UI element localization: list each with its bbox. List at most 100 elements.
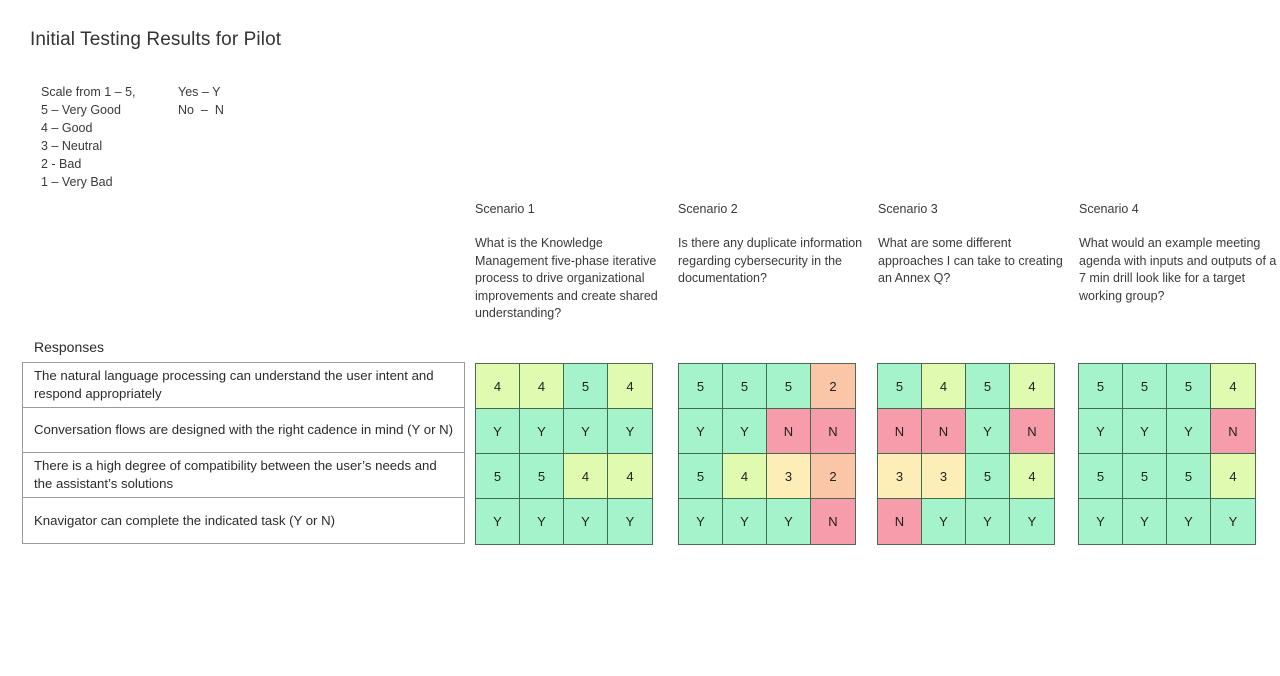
result-cell: 5 bbox=[564, 364, 608, 409]
legend-line: 1 – Very Bad bbox=[41, 175, 113, 189]
result-cell: 2 bbox=[811, 364, 855, 409]
result-cell: 5 bbox=[878, 364, 922, 409]
scenario-column-3: Scenario 3 What are some different appro… bbox=[878, 201, 1074, 288]
result-cell: Y bbox=[922, 499, 966, 544]
result-cell: Y bbox=[723, 499, 767, 544]
result-cell: Y bbox=[564, 409, 608, 454]
result-cell: Y bbox=[679, 409, 723, 454]
result-cell: 4 bbox=[1010, 454, 1054, 499]
result-cell: 5 bbox=[1079, 364, 1123, 409]
result-cell: N bbox=[811, 499, 855, 544]
result-cell: 4 bbox=[476, 364, 520, 409]
scenario-question: What is the Knowledge Management five-ph… bbox=[475, 236, 658, 321]
legend-line: No – N bbox=[178, 103, 224, 117]
result-cell: N bbox=[767, 409, 811, 454]
result-cell: 4 bbox=[564, 454, 608, 499]
scenario-title: Scenario 4 bbox=[1079, 202, 1139, 216]
result-cell: 3 bbox=[767, 454, 811, 499]
result-cell: 4 bbox=[922, 364, 966, 409]
result-cell: Y bbox=[520, 499, 564, 544]
legend-line: 4 – Good bbox=[41, 121, 93, 135]
legend-line: 5 – Very Good bbox=[41, 103, 121, 117]
legend-line: 2 - Bad bbox=[41, 157, 82, 171]
result-cell: Y bbox=[1123, 499, 1167, 544]
scenario-header-band: Scenario 1 What is the Knowledge Managem… bbox=[475, 201, 1276, 351]
response-criterion-label: Knavigator can complete the indicated ta… bbox=[34, 512, 336, 528]
result-cell: Y bbox=[1167, 409, 1211, 454]
scenario-question: What would an example meeting agenda wit… bbox=[1079, 236, 1277, 303]
scenario-title: Scenario 2 bbox=[678, 202, 738, 216]
result-cell: Y bbox=[966, 409, 1010, 454]
result-cell: 4 bbox=[608, 454, 652, 499]
result-cell: Y bbox=[1211, 499, 1255, 544]
result-cell: Y bbox=[520, 409, 564, 454]
result-cell: N bbox=[811, 409, 855, 454]
table-row: Conversation flows are designed with the… bbox=[23, 408, 464, 453]
result-cell: 5 bbox=[476, 454, 520, 499]
result-cell: 4 bbox=[520, 364, 564, 409]
legend-line: 3 – Neutral bbox=[41, 139, 103, 153]
result-cell: 4 bbox=[608, 364, 652, 409]
legend: Scale from 1 – 5, 5 – Very Good 4 – Good… bbox=[41, 83, 224, 191]
result-cell: N bbox=[1010, 409, 1054, 454]
result-cell: 5 bbox=[1167, 454, 1211, 499]
responses-header: Responses bbox=[34, 339, 105, 355]
scenario-title: Scenario 3 bbox=[878, 202, 938, 216]
result-cell: Y bbox=[608, 409, 652, 454]
response-criterion-label: The natural language processing can unde… bbox=[34, 368, 434, 401]
scenario-question: What are some different approaches I can… bbox=[878, 236, 1063, 286]
result-cell: 5 bbox=[767, 364, 811, 409]
responses-table: The natural language processing can unde… bbox=[22, 362, 465, 544]
result-cell: 4 bbox=[1010, 364, 1054, 409]
result-cell: Y bbox=[564, 499, 608, 544]
scenario-title: Scenario 1 bbox=[475, 202, 535, 216]
result-cell: 3 bbox=[922, 454, 966, 499]
result-cell: 5 bbox=[1123, 364, 1167, 409]
table-row: Knavigator can complete the indicated ta… bbox=[23, 498, 464, 543]
result-cell: 2 bbox=[811, 454, 855, 499]
response-criterion-label: Conversation flows are designed with the… bbox=[34, 422, 454, 437]
result-cell: Y bbox=[476, 409, 520, 454]
result-cell: N bbox=[1211, 409, 1255, 454]
legend-scale-column: Scale from 1 – 5, 5 – Very Good 4 – Good… bbox=[41, 83, 178, 191]
result-cell: Y bbox=[1167, 499, 1211, 544]
result-cell: N bbox=[878, 409, 922, 454]
result-cell: Y bbox=[1123, 409, 1167, 454]
legend-yesno-column: Yes – Y No – N bbox=[178, 83, 224, 119]
result-cell: Y bbox=[1079, 499, 1123, 544]
page-title: Initial Testing Results for Pilot bbox=[30, 29, 282, 50]
result-cell: Y bbox=[723, 409, 767, 454]
result-cell: 5 bbox=[679, 454, 723, 499]
table-row: The natural language processing can unde… bbox=[23, 363, 464, 408]
scenario-column-4: Scenario 4 What would an example meeting… bbox=[1079, 201, 1280, 305]
result-cell: 5 bbox=[1167, 364, 1211, 409]
result-cell: Y bbox=[1079, 409, 1123, 454]
result-cell: 5 bbox=[966, 454, 1010, 499]
result-cell: Y bbox=[679, 499, 723, 544]
legend-line: Yes – Y bbox=[178, 85, 221, 99]
scenario-column-2: Scenario 2 Is there any duplicate inform… bbox=[678, 201, 874, 288]
result-cell: 5 bbox=[520, 454, 564, 499]
result-cell: 5 bbox=[723, 364, 767, 409]
result-cell: Y bbox=[476, 499, 520, 544]
scenario-question: Is there any duplicate information regar… bbox=[678, 236, 863, 286]
result-cell: Y bbox=[767, 499, 811, 544]
table-row: There is a high degree of compatibility … bbox=[23, 453, 464, 498]
result-cell: 4 bbox=[1211, 364, 1255, 409]
result-cell: Y bbox=[1010, 499, 1054, 544]
result-cell: 5 bbox=[679, 364, 723, 409]
result-cell: 3 bbox=[878, 454, 922, 499]
scenario-column-1: Scenario 1 What is the Knowledge Managem… bbox=[475, 201, 671, 323]
result-cell: 5 bbox=[966, 364, 1010, 409]
result-cell: N bbox=[922, 409, 966, 454]
result-cell: Y bbox=[608, 499, 652, 544]
result-cell: 5 bbox=[1079, 454, 1123, 499]
result-cell: N bbox=[878, 499, 922, 544]
result-cell: Y bbox=[966, 499, 1010, 544]
legend-line: Scale from 1 – 5, bbox=[41, 85, 136, 99]
result-cell: 4 bbox=[1211, 454, 1255, 499]
